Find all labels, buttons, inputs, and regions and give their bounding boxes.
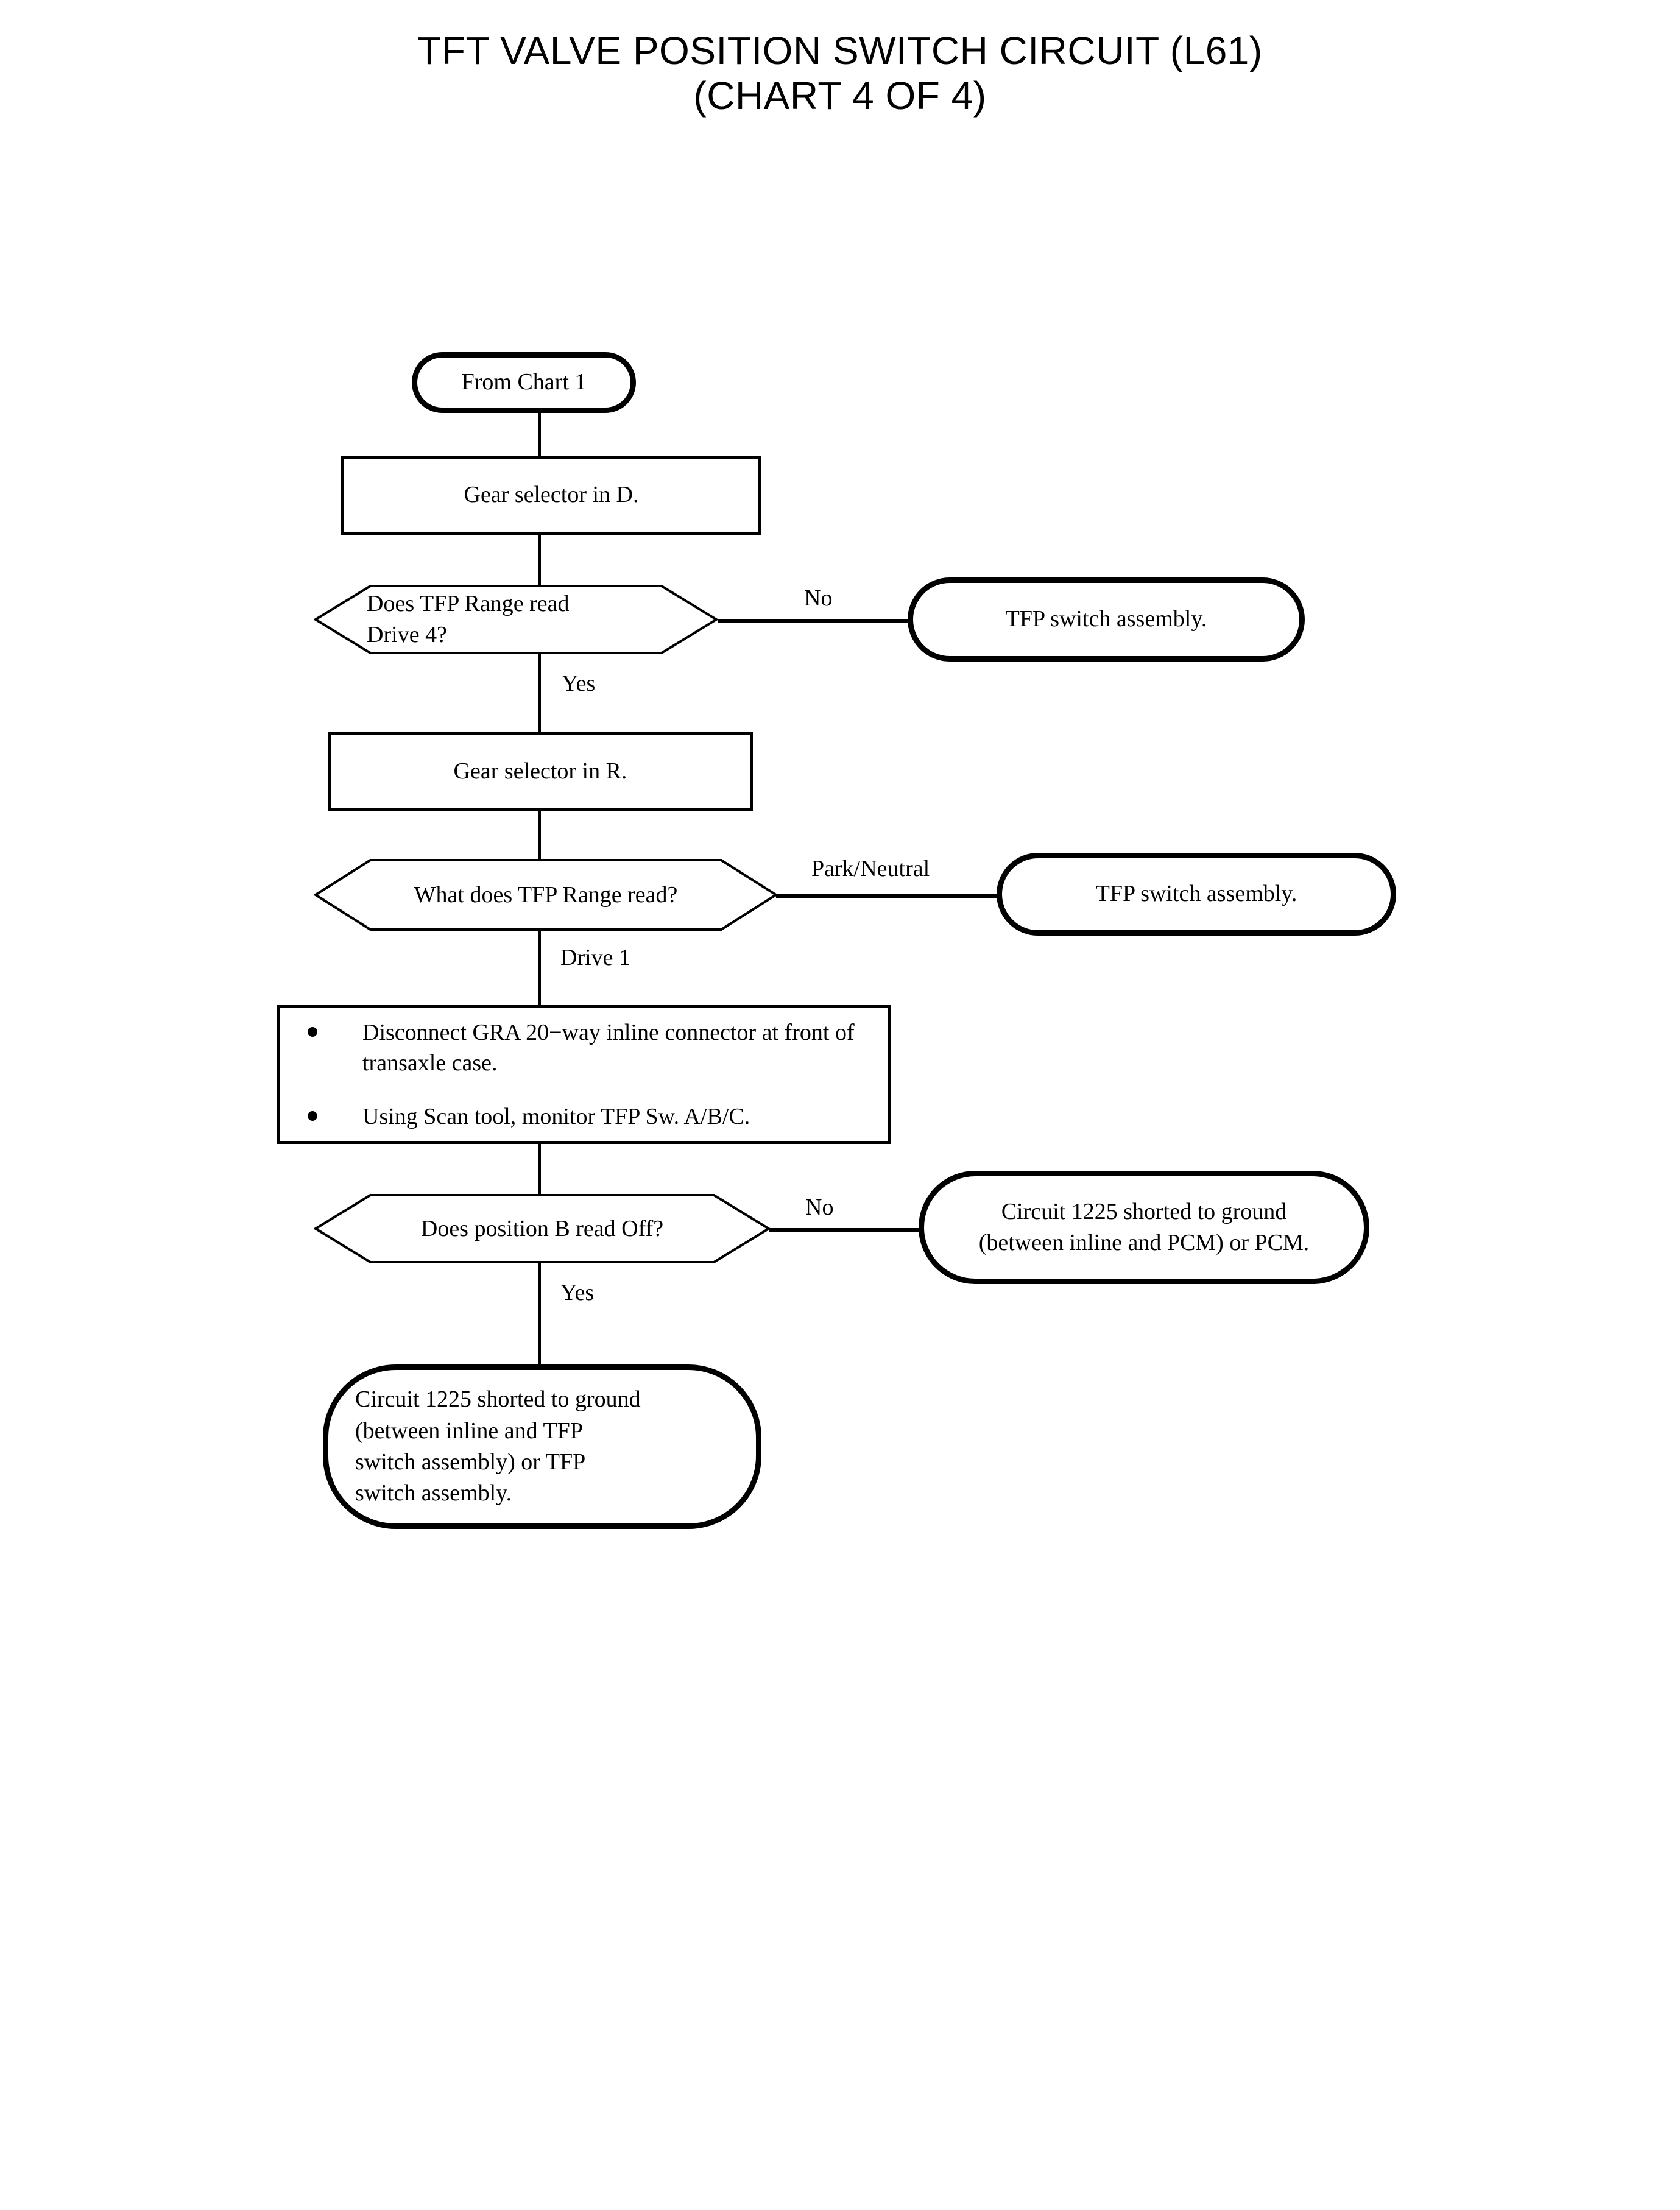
connector-dec3-to-res3 <box>769 1228 921 1232</box>
node-from-chart-1-label: From Chart 1 <box>461 369 587 395</box>
bullet-dot-icon <box>308 1111 317 1121</box>
node-result-circuit-1225-pcm[interactable]: Circuit 1225 shorted to ground (between … <box>919 1171 1369 1284</box>
connector-proc1-to-dec1 <box>538 534 541 586</box>
hexagon-shape <box>314 1194 770 1263</box>
node-result-tfp-switch-assembly-2-label: TFP switch assembly. <box>1095 881 1297 907</box>
edge-label-yes-1: Yes <box>562 671 596 696</box>
hexagon-shape <box>314 859 777 931</box>
node-result-circuit-1225-tfp-label: Circuit 1225 shorted to ground (between … <box>355 1386 641 1506</box>
node-result-tfp-switch-assembly-1[interactable]: TFP switch assembly. <box>908 577 1305 662</box>
instruction-text-2: Using Scan tool, monitor TFP Sw. A/B/C. <box>362 1104 750 1130</box>
bullet-dot-icon <box>308 1026 317 1037</box>
connector-dec1-to-res1 <box>718 619 908 623</box>
node-result-circuit-1225-pcm-label: Circuit 1225 shorted to ground (between … <box>978 1198 1310 1255</box>
connector-dec1-to-proc2 <box>538 653 541 733</box>
title-line-1: TFT VALVE POSITION SWITCH CIRCUIT (L61) <box>417 29 1263 72</box>
page-title: TFT VALVE POSITION SWITCH CIRCUIT (L61) … <box>0 28 1680 118</box>
node-decision-what-tfp-range[interactable]: What does TFP Range read? <box>314 859 777 931</box>
connector-steps-to-dec3 <box>538 1143 541 1195</box>
connector-dec2-to-res2 <box>776 894 999 898</box>
edge-label-no-1: No <box>804 585 833 611</box>
connector-proc2-to-dec2 <box>538 810 541 860</box>
node-decision-what-tfp-range-label: What does TFP Range read? <box>414 881 678 908</box>
title-line-2: (CHART 4 OF 4) <box>693 74 987 118</box>
node-gear-selector-r[interactable]: Gear selector in R. <box>328 732 753 811</box>
list-item: Disconnect GRA 20−way inline connector a… <box>280 1017 888 1078</box>
edge-label-drive-1: Drive 1 <box>560 945 631 970</box>
connector-dec3-to-res4 <box>538 1263 541 1366</box>
edge-label-yes-2: Yes <box>560 1280 595 1305</box>
node-result-tfp-switch-assembly-1-label: TFP switch assembly. <box>1005 606 1207 632</box>
node-gear-selector-r-label: Gear selector in R. <box>453 758 627 785</box>
node-instructions[interactable]: Disconnect GRA 20−way inline connector a… <box>277 1005 891 1144</box>
list-item: Using Scan tool, monitor TFP Sw. A/B/C. <box>280 1101 888 1132</box>
node-gear-selector-d[interactable]: Gear selector in D. <box>341 456 761 535</box>
connector-dec2-to-steps <box>538 931 541 1006</box>
node-result-tfp-switch-assembly-2[interactable]: TFP switch assembly. <box>997 853 1396 936</box>
connector-start-to-proc1 <box>538 412 541 457</box>
node-decision-tfp-range-drive4-label: Does TFP Range read Drive 4? <box>367 591 570 648</box>
node-from-chart-1[interactable]: From Chart 1 <box>412 352 636 413</box>
node-decision-position-b-off-label: Does position B read Off? <box>420 1215 664 1241</box>
node-decision-tfp-range-drive4[interactable]: Does TFP Range read Drive 4? <box>314 585 718 654</box>
node-gear-selector-d-label: Gear selector in D. <box>464 482 639 508</box>
node-result-circuit-1225-tfp[interactable]: Circuit 1225 shorted to ground (between … <box>323 1364 761 1529</box>
instruction-list: Disconnect GRA 20−way inline connector a… <box>280 1017 888 1132</box>
hexagon-shape <box>314 585 718 654</box>
edge-label-park-neutral: Park/Neutral <box>811 856 930 881</box>
instruction-text-1: Disconnect GRA 20−way inline connector a… <box>362 1019 855 1076</box>
edge-label-no-2: No <box>805 1195 834 1220</box>
node-decision-position-b-off[interactable]: Does position B read Off? <box>314 1194 770 1263</box>
